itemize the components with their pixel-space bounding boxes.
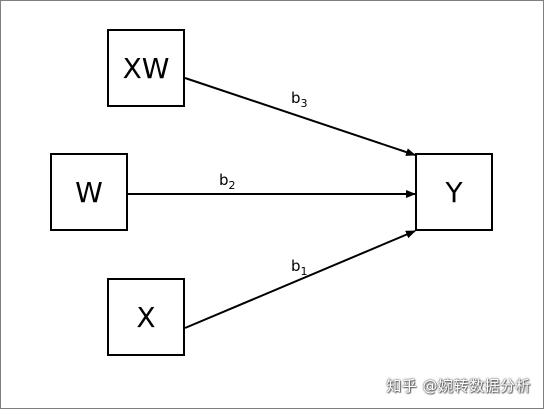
node-w: W	[50, 153, 128, 231]
path-label-b3: b3	[291, 89, 308, 110]
arrow-x-to-y	[184, 230, 416, 329]
node-y-label: Y	[444, 176, 463, 209]
arrow-xw-to-y	[184, 77, 416, 156]
watermark-text: 知乎 @婉转数据分析	[386, 377, 531, 395]
node-x-label: X	[136, 301, 155, 334]
node-x: X	[107, 278, 185, 356]
node-xw-label: XW	[123, 52, 170, 85]
node-xw: XW	[107, 29, 185, 107]
path-label-b1: b1	[291, 257, 308, 278]
node-y: Y	[415, 153, 493, 231]
path-label-b2: b2	[219, 171, 236, 192]
node-w-label: W	[75, 176, 103, 209]
